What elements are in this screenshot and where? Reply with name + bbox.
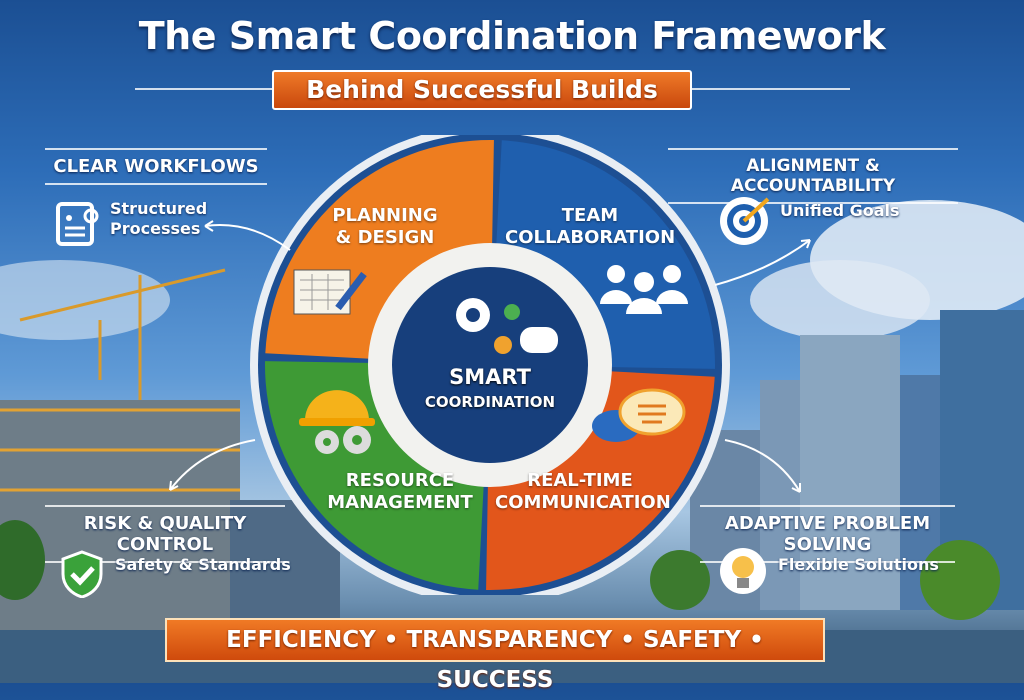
section-title-alignment-accountability: ALIGNMENT & ACCOUNTABILITY xyxy=(668,148,958,204)
chat-bubbles-icon xyxy=(588,388,688,448)
section-title-risk-quality: RISK & QUALITY CONTROL xyxy=(45,505,285,563)
segment-label: TEAM xyxy=(561,205,619,226)
shield-check-icon xyxy=(60,550,105,598)
section-text-unified-goals: Unified Goals xyxy=(780,201,900,220)
section-title-adaptive-problem-solving: ADAPTIVE PROBLEM SOLVING xyxy=(700,505,955,563)
lightbulb-icon xyxy=(718,545,768,601)
center-label-line2: COORDINATION xyxy=(424,393,556,411)
team-icon xyxy=(598,262,690,314)
divider xyxy=(135,88,275,90)
center-hub xyxy=(392,267,588,463)
crane-icon xyxy=(19,268,226,420)
segment-label: MANAGEMENT xyxy=(327,492,473,513)
section-text-line: Processes xyxy=(110,219,201,238)
section-text-flexible-solutions: Flexible Solutions xyxy=(778,555,939,574)
gear-icon xyxy=(456,298,490,332)
segment-team-collaboration[interactable]: TEAM COLLABORATION xyxy=(505,205,675,249)
target-icon xyxy=(718,193,774,249)
segment-label: RESOURCE xyxy=(345,470,455,491)
footer-banner: EFFICIENCY • TRANSPARENCY • SAFETY • SUC… xyxy=(165,618,825,693)
section-text-safety-standards: Safety & Standards xyxy=(115,555,291,574)
segment-label: & DESIGN xyxy=(335,227,435,248)
segment-label: COMMUNICATION xyxy=(495,492,671,513)
segment-label: PLANNING xyxy=(332,205,438,226)
hardhat-gears-icon xyxy=(295,380,390,460)
check-icon xyxy=(504,304,520,320)
page-subtitle: Behind Successful Builds xyxy=(272,70,692,110)
segment-label: REAL-TIME xyxy=(527,470,633,491)
section-text-line: Structured xyxy=(110,199,208,218)
page-title: The Smart Coordination Framework xyxy=(138,14,886,58)
segment-label: COLLABORATION xyxy=(505,227,676,248)
divider xyxy=(690,88,850,90)
segment-planning-design[interactable]: PLANNING & DESIGN xyxy=(310,205,460,249)
center-label: SMART COORDINATION xyxy=(405,365,575,411)
section-title-clear-workflows: CLEAR WORKFLOWS xyxy=(45,148,267,185)
center-label-line1: SMART xyxy=(449,365,531,389)
clipboard-icon xyxy=(55,198,100,246)
small-gear-icon xyxy=(494,336,512,354)
background-scenery xyxy=(0,200,1024,683)
section-text-structured-processes: Structured Processes xyxy=(110,199,207,239)
segment-real-time-communication[interactable]: REAL-TIME COMMUNICATION xyxy=(495,470,671,514)
blueprint-pencil-icon xyxy=(290,262,370,322)
chat-icon xyxy=(520,327,558,353)
segment-resource-management[interactable]: RESOURCE MANAGEMENT xyxy=(320,470,480,514)
